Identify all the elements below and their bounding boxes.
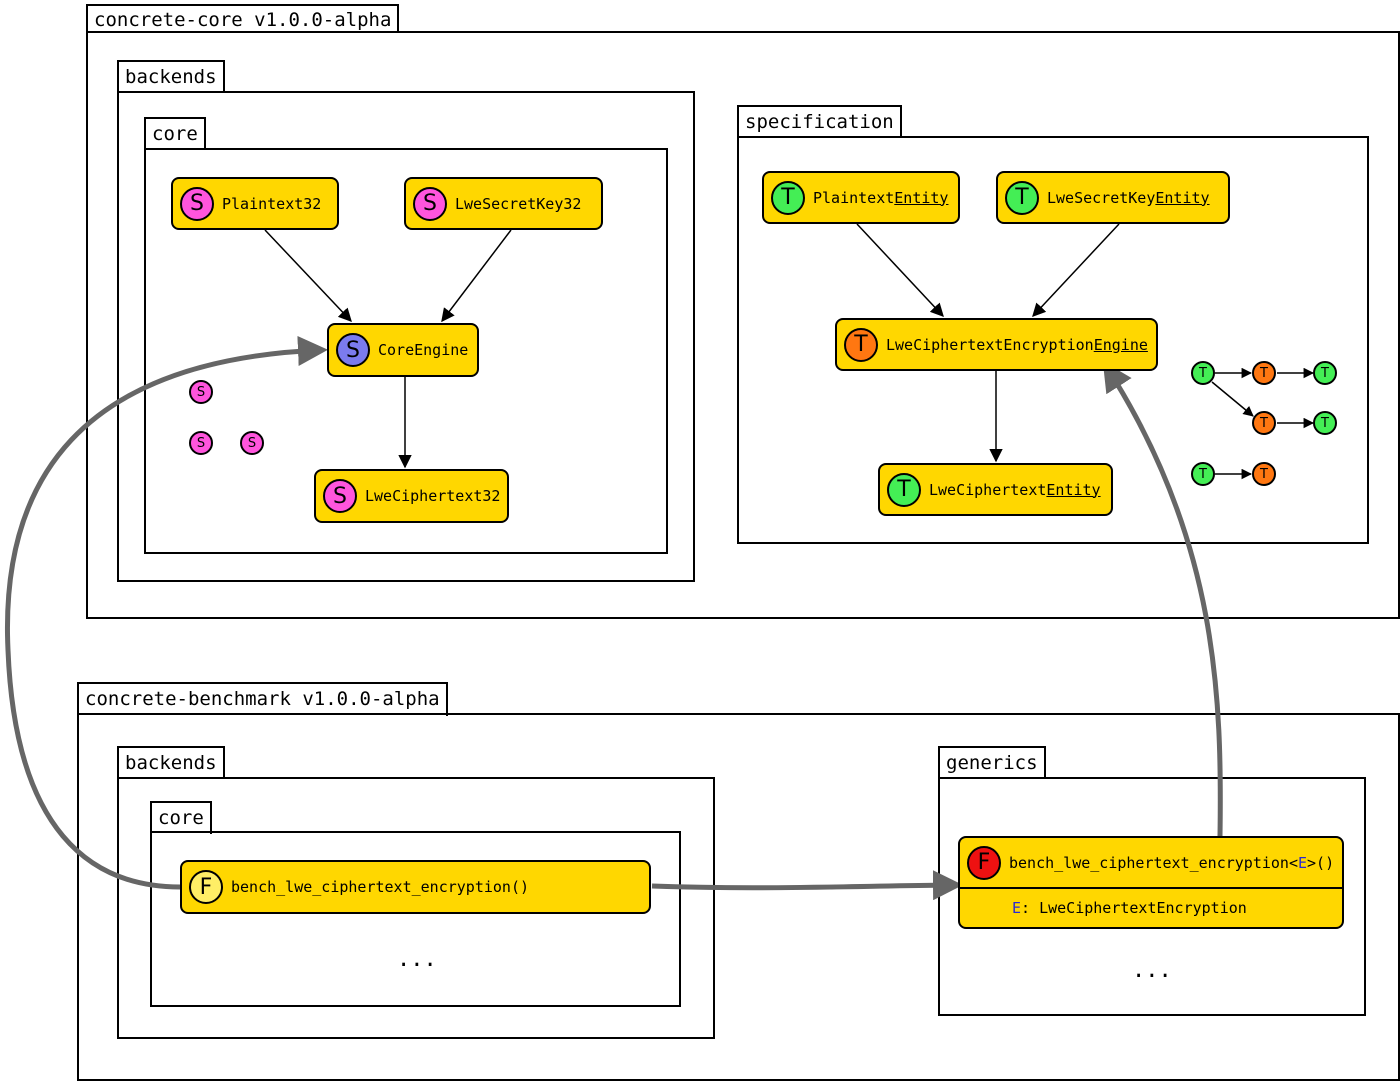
trait-icon: T (1005, 180, 1039, 215)
engine-struct-icon: S (336, 333, 370, 367)
module-frame-bench-core (150, 831, 681, 1007)
module-label-generics: generics (938, 746, 1046, 779)
edge-secretkey-to-engine (441, 229, 512, 323)
module-frame-specification (737, 136, 1369, 544)
node-coreengine[interactable]: S CoreEngine (327, 323, 479, 377)
edge-plaintextentity-to-engine (856, 223, 944, 317)
function-name-prefix: bench_lwe_ciphertext_encryption< (1009, 853, 1298, 872)
struct-icon: S (413, 186, 447, 221)
struct-icon: S (323, 479, 357, 513)
node-label-suffix: Entity (1155, 188, 1210, 207)
legend-engine-trait-icon: T (1252, 361, 1276, 385)
module-frame-backends (117, 91, 695, 582)
crate-label-core: concrete-core v1.0.0-alpha (86, 4, 400, 33)
node-label: CoreEngine (378, 341, 469, 359)
module-label-bench-core: core (150, 801, 212, 834)
legend-struct-icon: S (189, 380, 213, 404)
node-generic-bench-function[interactable]: F bench_lwe_ciphertext_encryption<E>() E… (958, 836, 1344, 929)
node-lwesecretkey32[interactable]: S LweSecretKey32 (404, 177, 603, 230)
node-bench-function[interactable]: F bench_lwe_ciphertext_encryption() (180, 860, 651, 914)
edge-plaintext-to-engine (264, 229, 352, 322)
node-lweciphertext32[interactable]: S LweCiphertext32 (314, 469, 509, 523)
module-frame-bench-backends (117, 777, 715, 1039)
node-label-prefix: Plaintext (813, 188, 895, 207)
legend-engine-trait-icon: T (1252, 411, 1276, 435)
module-label-specification: specification (737, 105, 902, 138)
node-label-suffix: Engine (1093, 335, 1148, 354)
node-label-prefix: LweCiphertextEncryption (886, 335, 1094, 354)
legend-entity-trait-icon: T (1191, 462, 1215, 486)
engine-trait-icon: T (844, 327, 878, 362)
trait-icon: T (771, 180, 805, 215)
link-bench-to-generic (651, 870, 963, 901)
link-generic-to-spec-engine (1102, 360, 1223, 837)
type-parameter: E (1297, 853, 1308, 872)
legend-entity-trait-icon: T (1313, 411, 1337, 435)
legend-entity-trait-icon: T (1191, 361, 1215, 385)
legend-edge-3 (1211, 381, 1254, 417)
crate-label-benchmark: concrete-benchmark v1.0.0-alpha (77, 682, 448, 716)
node-label-suffix: Entity (894, 188, 949, 207)
edge-secretkeyentity-to-engine (1032, 223, 1120, 317)
ellipsis: ... (1132, 958, 1172, 983)
generic-function-icon: F (967, 845, 1001, 880)
bound-parameter: E (1012, 899, 1022, 918)
module-frame-core (144, 148, 668, 554)
node-label: bench_lwe_ciphertext_encryption() (231, 878, 530, 896)
bound-text: : LweCiphertextEncryption (1021, 899, 1247, 918)
trait-icon: T (887, 472, 921, 507)
function-signature-row: F bench_lwe_ciphertext_encryption<E>() (960, 838, 1342, 890)
node-label: Plaintext32 (222, 194, 322, 213)
node-label-suffix: Entity (1046, 480, 1101, 499)
struct-icon: S (180, 186, 214, 221)
node-label-prefix: LweSecretKey (1047, 188, 1156, 207)
function-icon: F (189, 870, 223, 904)
link-bench-to-coreengine (4, 336, 328, 890)
ellipsis: ... (397, 947, 437, 972)
crate-frame-benchmark (77, 713, 1400, 1081)
crate-frame-core (86, 31, 1400, 619)
node-label: LweCiphertext32 (365, 487, 501, 505)
module-label-core: core (144, 117, 206, 150)
legend-struct-icon: S (240, 431, 264, 455)
legend-struct-icon: S (189, 431, 213, 455)
node-label-prefix: LweCiphertext (929, 480, 1047, 499)
legend-entity-trait-icon: T (1313, 361, 1337, 385)
node-plaintext32[interactable]: S Plaintext32 (171, 177, 339, 230)
function-bound-row: E: LweCiphertextEncryption (960, 889, 1342, 927)
function-name-suffix: >() (1307, 853, 1335, 872)
module-label-bench-backends: backends (117, 746, 225, 779)
node-label: LweSecretKey32 (455, 194, 582, 213)
module-label-backends: backends (117, 60, 225, 93)
legend-engine-trait-icon: T (1252, 462, 1276, 486)
